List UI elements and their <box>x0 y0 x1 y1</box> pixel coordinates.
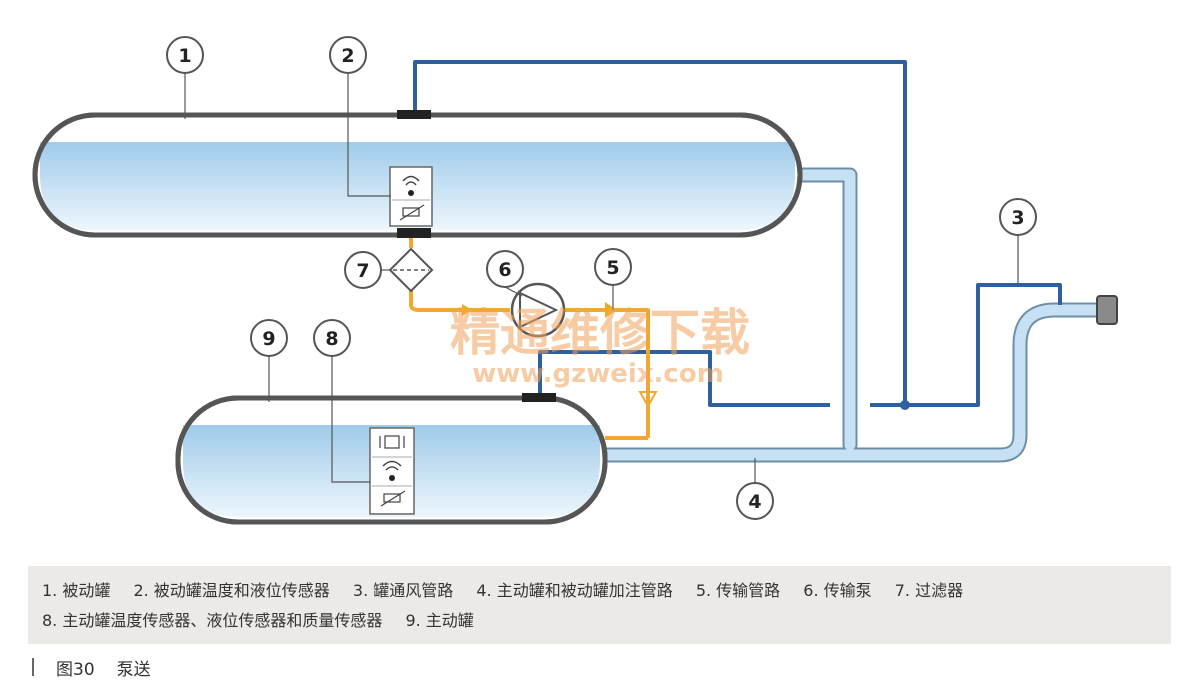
fill-line <box>592 167 1108 463</box>
callout-8: 8 <box>313 319 351 357</box>
legend-item: 2. 被动罐温度和液位传感器 <box>133 581 330 600</box>
callout-5: 5 <box>594 248 632 286</box>
legend-item: 5. 传输管路 <box>695 581 781 600</box>
filter-icon <box>388 247 434 293</box>
figure-title-text: 泵送 <box>116 659 151 680</box>
legend-item: 9. 主动罐 <box>405 611 474 630</box>
legend-item: 6. 传输泵 <box>803 581 872 600</box>
legend-item: 7. 过滤器 <box>894 581 964 600</box>
callout-7: 7 <box>344 251 382 289</box>
callout-1: 1 <box>166 36 204 74</box>
callout-6: 6 <box>486 250 524 288</box>
transfer-line <box>409 238 650 440</box>
legend-item: 1. 被动罐 <box>42 581 111 600</box>
pump-icon <box>510 282 566 338</box>
vent-line <box>413 60 1062 407</box>
pumping-diagram: 1 2 3 4 5 6 7 8 9 精通维修下载 www.gzweix.com <box>32 36 1118 525</box>
svg-text:6: 6 <box>498 259 511 281</box>
svg-text:1: 1 <box>178 45 191 67</box>
svg-text:5: 5 <box>606 257 619 279</box>
legend-item: 3. 罐通风管路 <box>352 581 454 600</box>
active-tank-sensor <box>369 427 415 515</box>
title-bar-decoration <box>32 658 34 676</box>
svg-text:2: 2 <box>341 45 354 67</box>
filler-cap <box>1096 295 1118 325</box>
svg-text:7: 7 <box>356 260 369 282</box>
passive-tank-sensor <box>389 166 433 227</box>
callout-2: 2 <box>329 36 367 74</box>
legend-item: 8. 主动罐温度传感器、液位传感器和质量传感器 <box>42 611 383 630</box>
svg-text:8: 8 <box>325 328 338 350</box>
callout-4: 4 <box>736 482 774 520</box>
flow-arrow <box>638 391 658 409</box>
flow-arrow <box>462 304 472 316</box>
watermark-url: www.gzweix.com <box>472 359 724 389</box>
svg-text:9: 9 <box>262 328 275 350</box>
svg-text:4: 4 <box>748 491 761 513</box>
svg-text:3: 3 <box>1011 207 1024 229</box>
flow-arrow <box>605 302 617 318</box>
callout-9: 9 <box>250 319 288 357</box>
figure-title: 图30 泵送 <box>32 652 151 682</box>
figure-number: 图30 <box>56 659 95 680</box>
figure-caption-legend: 1. 被动罐 2. 被动罐温度和液位传感器 3. 罐通风管路 4. 主动罐和被动… <box>28 566 1171 644</box>
leader-lines <box>184 73 1019 483</box>
callout-3: 3 <box>999 198 1037 236</box>
watermark-title: 精通维修下载 <box>450 304 750 362</box>
legend-item: 4. 主动罐和被动罐加注管路 <box>476 581 673 600</box>
